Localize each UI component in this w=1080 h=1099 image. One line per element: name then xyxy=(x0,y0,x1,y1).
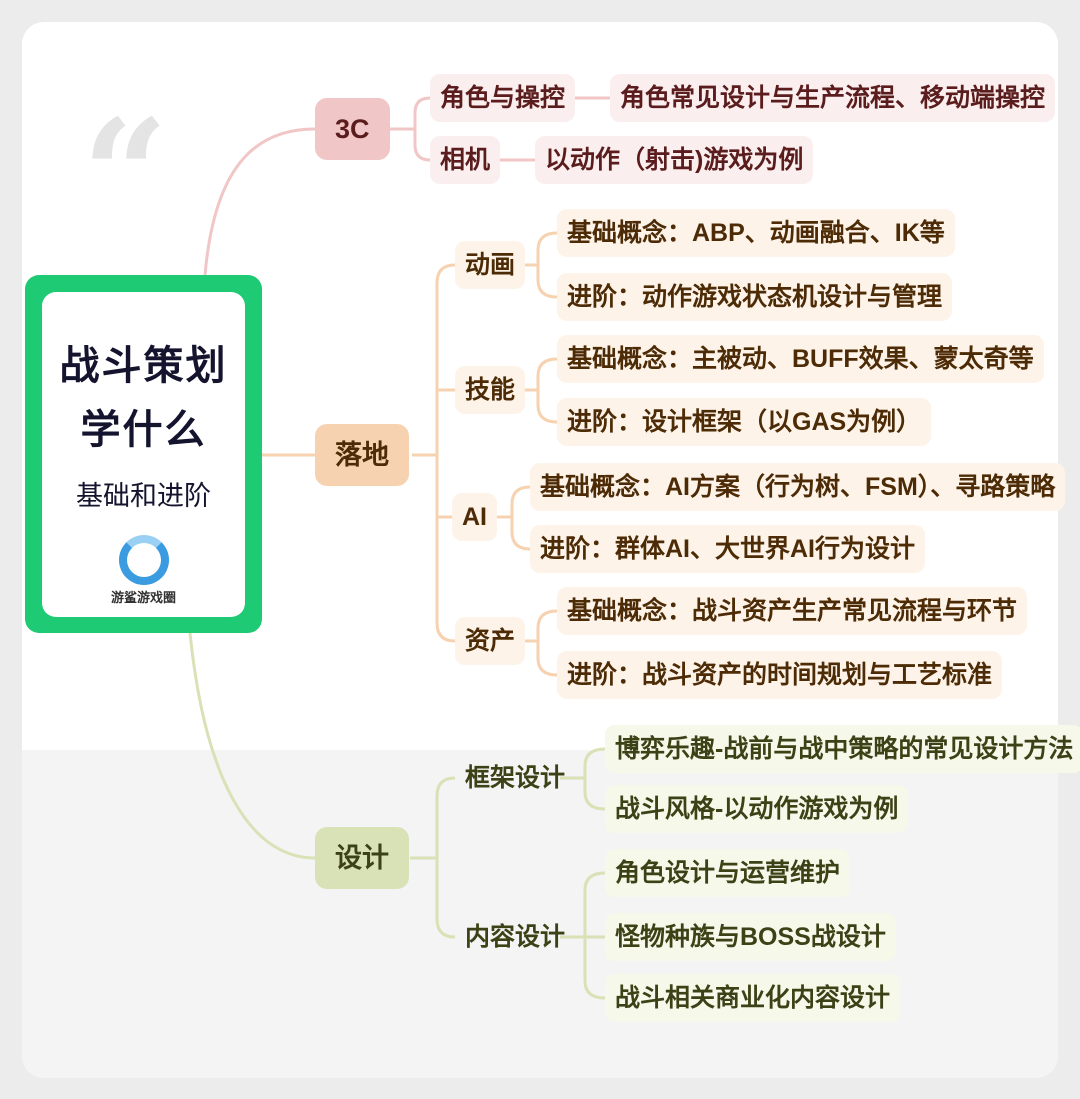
leaf-node: 基础概念：ABP、动画融合、IK等 xyxy=(557,209,955,257)
branch-implementation: 落地 xyxy=(315,424,409,486)
branch-design: 设计 xyxy=(315,827,409,889)
subnode-assets: 资产 xyxy=(455,617,526,665)
leaf-node: 以动作（射击)游戏为例 xyxy=(535,136,814,184)
subnode-content-design: 内容设计 xyxy=(465,923,566,951)
leaf-node: 角色常见设计与生产流程、移动端操控 xyxy=(610,74,1056,122)
root-title-line1: 战斗策划 xyxy=(59,344,228,388)
root-inner-panel: 战斗策划 学什么 基础和进阶 游鲨游戏圈 xyxy=(42,292,245,617)
leaf-node: 战斗相关商业化内容设计 xyxy=(605,974,901,1022)
leaf-node: 进阶：动作游戏状态机设计与管理 xyxy=(557,273,953,321)
leaf-node: 怪物种族与BOSS战设计 xyxy=(605,913,896,961)
leaf-node: 博弈乐趣-战前与战中策略的常见设计方法 xyxy=(605,725,1080,773)
leaf-node: 战斗风格-以动作游戏为例 xyxy=(605,785,909,833)
leaf-node: 进阶：群体AI、大世界AI行为设计 xyxy=(530,525,926,573)
quote-mark-icon: “ xyxy=(82,87,169,263)
subnode-camera: 相机 xyxy=(430,136,501,184)
leaf-node: 基础概念：AI方案（行为树、FSM）、寻路策略 xyxy=(530,463,1066,511)
logo-text: 游鲨游戏圈 xyxy=(110,590,176,605)
connectors-luodi xyxy=(412,231,558,677)
shark-logo-icon xyxy=(118,535,169,585)
root-title-line2: 学什么 xyxy=(80,408,207,452)
connector-root-3c xyxy=(203,127,316,276)
leaf-node: 角色设计与运营维护 xyxy=(605,849,851,897)
connectors-sheji xyxy=(410,747,606,1000)
root-title: 战斗策划 学什么 xyxy=(42,334,245,462)
leaf-node: 进阶：设计框架（以GAS为例） xyxy=(557,398,932,446)
root-node: 战斗策划 学什么 基础和进阶 游鲨游戏圈 xyxy=(25,275,262,633)
subnode-ai: AI xyxy=(452,493,497,541)
leaf-node: 基础概念：战斗资产生产常见流程与环节 xyxy=(557,587,1028,635)
branch-3c: 3C xyxy=(315,98,390,160)
connector-root-sheji xyxy=(188,632,316,860)
subnode-role-control: 角色与操控 xyxy=(430,74,576,122)
subnode-animation: 动画 xyxy=(455,241,526,289)
leaf-node: 基础概念：主被动、BUFF效果、蒙太奇等 xyxy=(557,335,1044,383)
connectors-3c xyxy=(388,96,610,162)
subnode-framework-design: 框架设计 xyxy=(465,764,566,792)
root-subtitle: 基础和进阶 xyxy=(76,481,211,511)
subnode-skill: 技能 xyxy=(455,366,526,414)
leaf-node: 进阶：战斗资产的时间规划与工艺标准 xyxy=(557,651,1003,699)
